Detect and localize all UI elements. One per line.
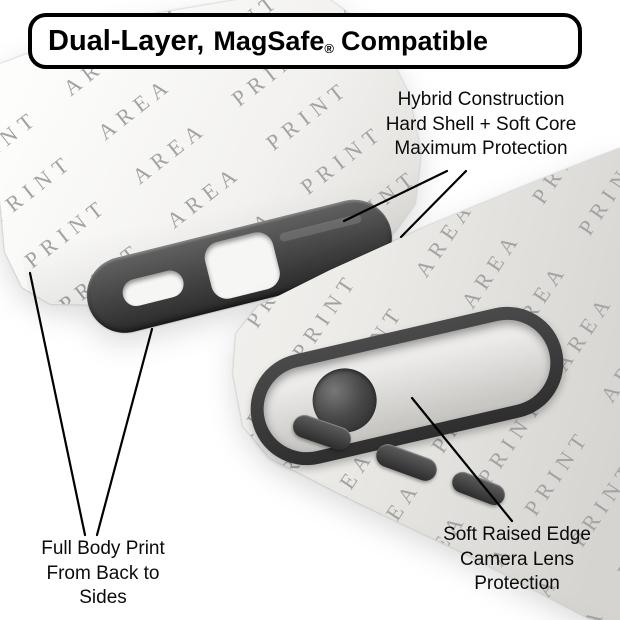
annotation-camera-protection: Soft Raised Edge Camera Lens Protection [420,523,614,597]
pointer-line [399,169,468,239]
pointer-line [28,271,87,537]
annotation-full-body-print: Full Body Print From Back to Sides [18,537,188,611]
annotation-text-line: Protection [474,573,560,594]
annotation-text-line: Sides [79,587,127,608]
registered-mark: ® [324,41,334,56]
annotation-text-line: From Back to [46,562,160,584]
annotation-text-line: Soft Raised Edge [443,524,591,545]
annotation-text-line: Full Body Print [41,538,165,559]
annotation-hybrid-construction: Hybrid Construction Hard Shell + Soft Co… [352,88,610,162]
headline-dual-layer: Dual-Layer, [48,24,205,57]
annotation-text-line: Hard Shell + Soft Core [385,113,577,135]
annotation-text-line: Maximum Protection [394,138,568,159]
headline-compatible: Compatible [340,25,488,56]
pointer-line [95,327,154,537]
annotation-text-line: Camera Lens [459,548,575,570]
annotation-text-line: Hybrid Construction [397,89,565,110]
magsafe-brand: MagSafe [213,25,325,56]
pointer-line [410,396,514,523]
headline-badge: Dual-Layer, MagSafe ® Compatible [28,13,582,69]
pointer-line [342,169,449,223]
